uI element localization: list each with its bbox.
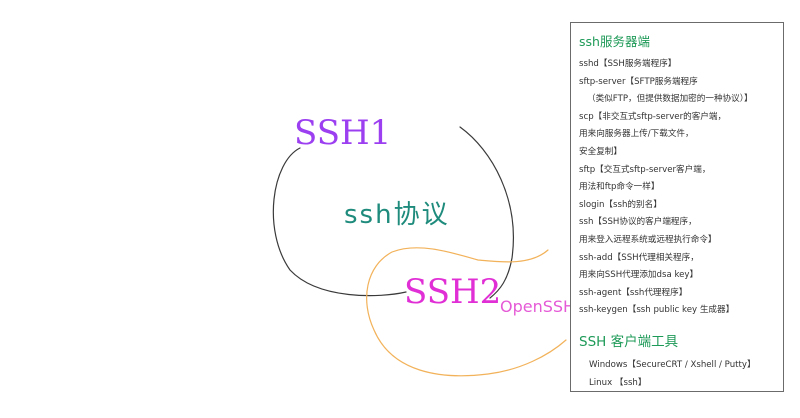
server-line: ssh【SSH协议的客户端程序， [579, 217, 697, 228]
ssh-protocol-label: ssh协议 [344, 200, 450, 230]
client-lines: Windows【SecureCRT / Xshell / Putty】 Linu… [579, 356, 775, 391]
server-heading: ssh服务器端 [579, 34, 650, 49]
client-line: Windows【SecureCRT / Xshell / Putty】 [589, 359, 756, 370]
server-line: scp【非交互式sftp-server的客户端， [579, 111, 727, 122]
server-line: sftp【交互式sftp-server客户端， [579, 164, 711, 175]
server-lines: sshd【SSH服务端程序】 sftp-server【SFTP服务端程序 （类似… [579, 56, 775, 320]
client-heading: SSH 客户端工具 [579, 333, 679, 350]
server-line: sftp-server【SFTP服务端程序 [579, 76, 698, 87]
server-line: ssh-agent【ssh代理程序】 [579, 287, 688, 298]
openssh-label: OpenSSH [500, 297, 576, 316]
ssh2-label: SSH2 [404, 272, 502, 312]
ssh1-loop-curve [272, 126, 514, 299]
server-line: 用来向SSH代理添加dsa key】 [579, 270, 699, 281]
client-line: Linux 【ssh】 [589, 377, 647, 388]
server-line: （类似FTP，但提供数据加密的一种协议）】 [587, 94, 753, 105]
server-line: slogin【ssh的别名】 [579, 199, 662, 210]
server-line: sshd【SSH服务端程序】 [579, 59, 677, 69]
ssh2-loop-curve [366, 247, 567, 377]
server-line: ssh-add【SSH代理相关程序， [579, 252, 699, 263]
server-line: ssh-keygen【ssh public key 生成器】 [579, 305, 735, 316]
ssh-tools-box: ssh服务器端 sshd【SSH服务端程序】 sftp-server【SFTP服… [570, 22, 784, 392]
ssh1-label: SSH1 [294, 113, 392, 153]
server-line: 用来向服务器上传/下载文件， [579, 129, 694, 140]
server-line: 安全复制】 [579, 146, 622, 157]
server-line: 用来登入远程系统或远程执行命令】 [579, 234, 717, 245]
server-line: 用法和ftp命令一样】 [579, 182, 660, 193]
